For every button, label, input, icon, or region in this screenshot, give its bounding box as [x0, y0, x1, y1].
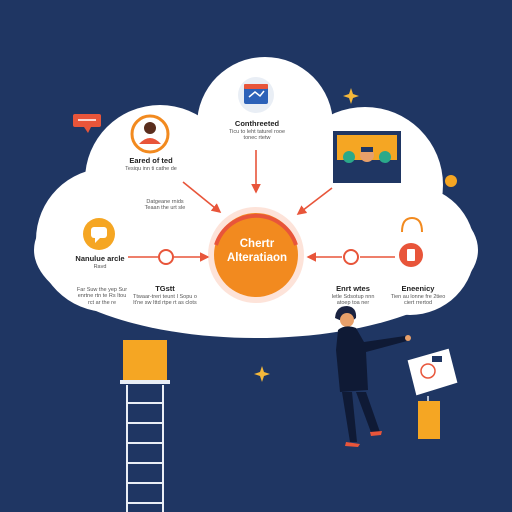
- node-top-title: Conthreeted: [234, 119, 280, 128]
- node-mid-left: Datgeane rnids Teaan the urt sle: [134, 199, 196, 212]
- laptop-icon: [120, 340, 170, 384]
- connector-node: [343, 249, 359, 265]
- node-upper-left-desc: Tesiqu inn ti cathe de: [125, 165, 177, 172]
- central-hub-label: Chertr Alteratiaon: [212, 237, 302, 266]
- node-upper-left: Eared of ted Tesiqu inn ti cathe de: [118, 156, 184, 172]
- user-avatar-icon: [130, 114, 170, 154]
- node-mid-left-desc: Teaan the urt sle: [144, 205, 186, 212]
- node-upper-left-title: Eared of ted: [129, 156, 173, 165]
- browser-icon: [238, 77, 274, 113]
- node-lower-right: Enrt wtes Ietle Sdsotup nnn atoep toa ne…: [324, 284, 382, 306]
- hub-title-line1: Chertr: [239, 238, 275, 250]
- node-mid-left-title: Datgeane rnids: [146, 199, 184, 205]
- connector-arrows: [128, 150, 395, 262]
- node-lower-left: Far Suw the yep Sur enrtne rtn te Rs Ito…: [74, 287, 130, 306]
- orange-dot-icon: [445, 175, 457, 187]
- sparkle-icon: [343, 88, 359, 104]
- connector-node: [158, 249, 174, 265]
- device-icon: [399, 216, 423, 267]
- person-figure: [335, 306, 411, 447]
- ladder: [126, 385, 164, 512]
- node-top-desc: Ticu to leht taturel rooe tonec rtetw: [228, 128, 286, 141]
- presentation-screen-icon: [406, 347, 459, 397]
- node-right: Eneenicy Tien au lonne fre 2tieo ciert r…: [388, 284, 448, 306]
- node-lower-left-desc: Far Suw the yep Sur enrtne rtn te Rs Ito…: [76, 287, 128, 306]
- node-left-desc: Ravd: [93, 263, 107, 270]
- image-card-icon: [333, 131, 401, 183]
- hub-title-line2: Alteratiaon: [226, 252, 288, 265]
- node-left: Nanulue arcle Ravd: [72, 254, 128, 270]
- node-lower-mid-left-desc: Ttwaar-treri teunt I Sopu o lt'ne sw Itt…: [133, 293, 197, 306]
- message-icon: [83, 218, 115, 250]
- node-lower-mid-left-title: TGstt: [155, 284, 175, 293]
- node-top: Conthreeted Ticu to leht taturel rooe to…: [222, 119, 292, 141]
- node-lower-mid-left: TGstt Ttwaar-treri teunt I Sopu o lt'ne …: [132, 284, 198, 306]
- chat-bubble-icon: [73, 114, 101, 133]
- node-right-desc: Tien au lonne fre 2tieo ciert rrertod: [390, 293, 446, 306]
- node-lower-right-desc: Ietle Sdsotup nnn atoep toa ner: [331, 293, 375, 306]
- sparkle-icon: [254, 366, 270, 382]
- central-hub: [208, 207, 304, 303]
- node-lower-right-title: Enrt wtes: [336, 284, 370, 293]
- box-stand: [418, 396, 440, 439]
- node-left-title: Nanulue arcle: [75, 254, 125, 263]
- node-right-title: Eneenicy: [401, 284, 435, 293]
